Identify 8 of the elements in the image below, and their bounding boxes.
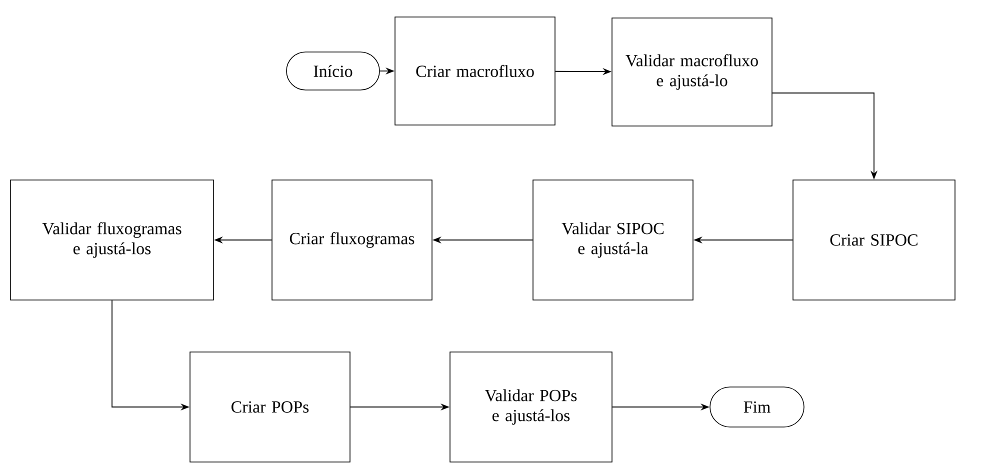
process-box: Validar fluxogramas e ajustá-los	[10, 180, 214, 300]
process-box: Validar macrofluxo e ajustá-lo	[612, 18, 772, 126]
process-box: Validar SIPOC e ajustá-la	[532, 180, 694, 300]
process-box: Criar fluxogramas	[272, 180, 432, 300]
process-box: Validar POPs e ajustá-los	[450, 352, 612, 462]
process-box: Criar macrofluxo	[394, 16, 556, 126]
process-box: Criar POPs	[190, 352, 350, 462]
process-box: Criar SIPOC	[792, 180, 956, 300]
